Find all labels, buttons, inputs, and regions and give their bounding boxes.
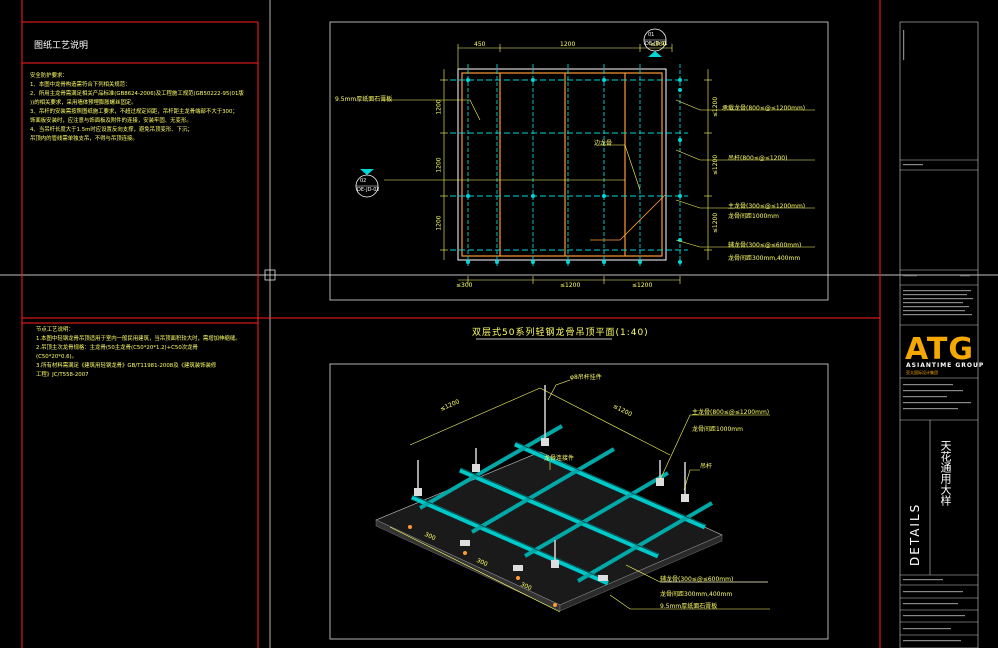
notes-top-line: 4、当吊杆长度大于1.5m时应设置反向支撑，避免吊顶变形、下沉； bbox=[30, 127, 193, 133]
notes-top-line: 2、所用主龙骨需满足相关产品标准(GB8624-2006)及工程施工规范(GB5… bbox=[30, 91, 244, 97]
plan-callout-top bbox=[643, 28, 667, 57]
notes-bottom-line: 节点工艺说明： bbox=[36, 327, 74, 333]
iso-label-secondary-keel: 辅龙骨(300≤@≤600mm) bbox=[660, 576, 734, 583]
iso-dimension-lines bbox=[389, 387, 671, 613]
iso-hanger-clips bbox=[414, 438, 689, 581]
plan-leaders bbox=[382, 99, 815, 248]
plan-dim-bottom-0: ≤300 bbox=[456, 282, 473, 289]
plan-secondary-keels bbox=[467, 64, 681, 268]
plan-label-secondary-keel: 辅龙骨(300≤@≤600mm) bbox=[728, 242, 802, 249]
notes-top: 安全防护要求： 1、本图中龙骨构造需符合下列相关规范： 2、所用主龙骨需满足相关产品… bbox=[30, 72, 244, 144]
section-title: 双层式50系列轻钢龙骨吊顶平面(1:40) bbox=[472, 328, 649, 338]
title-block-frame bbox=[899, 21, 979, 648]
plan-viewport bbox=[329, 21, 829, 301]
plan-label-main-runner: 承载龙骨(800≤@≤1200mm) bbox=[722, 105, 806, 112]
plan-label-edge-keel: 边龙骨 bbox=[594, 140, 613, 147]
iso-label-connector: 龙骨连接件 bbox=[544, 455, 575, 462]
plan-dim-top-2: ≤300 bbox=[650, 41, 667, 48]
iso-label-top-hanger: φ8吊杆挂件 bbox=[570, 374, 602, 381]
atg-logo: ATG bbox=[905, 332, 974, 367]
plan-label-board: 9.5mm厚纸面石膏板 bbox=[335, 96, 393, 103]
notes-top-line: 安全防护要求： bbox=[30, 73, 68, 79]
callout-top-ref[interactable]: DE-JD-01 bbox=[645, 41, 668, 47]
title-block-fineprint bbox=[903, 30, 973, 642]
plan-dim-left-0: 1200 bbox=[435, 99, 443, 115]
red-frame bbox=[21, 0, 881, 648]
notes-bottom-line: 1.本图中轻钢龙骨吊顶适用于室内一般民用建筑，当吊顶面积较大时，需增加伸缩缝。 bbox=[36, 336, 241, 342]
iso-keel-edges bbox=[411, 441, 706, 582]
plan-ceiling-outline bbox=[457, 68, 667, 261]
plan-label-secondary-spacing: 龙骨间距300mm,400mm bbox=[728, 255, 801, 262]
plan-callout-left bbox=[355, 169, 379, 198]
notes-bottom-line: (C50*20*0.6)。 bbox=[36, 354, 78, 360]
plan-dim-right-0: ≤1200 bbox=[712, 96, 720, 118]
plan-dim-bottom-2: ≤1200 bbox=[632, 282, 653, 289]
notes-top-line: 饰面板安装时，应注意与饰面板及附件的连接，安装牢固、无变形。 bbox=[30, 118, 192, 124]
notes-bottom-line: 2.吊顶主次龙骨规格：主龙骨(50主龙骨(C50*20*1.2)+C50次龙骨 bbox=[36, 345, 198, 351]
plan-dim-right-2: ≤1200 bbox=[712, 212, 720, 234]
iso-secondary-keels bbox=[418, 424, 714, 583]
notes-title: 图纸工艺说明 bbox=[34, 41, 89, 51]
iso-label-main-keel: 主龙骨(800≤@≤1200mm) bbox=[692, 409, 770, 416]
plan-dim-left-2: 1200 bbox=[435, 215, 443, 231]
notes-bottom-line: 3.所有材料需满足《建筑用轻钢龙骨》GB/T11981-2008及《建筑装饰装修 bbox=[36, 363, 217, 369]
callout-top-num: 01 bbox=[648, 32, 655, 38]
plan-label-main-keel: 主龙骨(300≤@≤1200mm) bbox=[728, 203, 806, 210]
notes-bottom-line: 工程》JC/T558-2007 bbox=[36, 372, 89, 378]
callout-left-ref[interactable]: DE-JD-02 bbox=[357, 187, 380, 193]
iso-label-board: 9.5mm厚纸面石膏板 bbox=[660, 603, 718, 610]
iso-label-main-spacing: 龙骨间距1000mm bbox=[692, 426, 743, 433]
plan-label-main-spacing: 龙骨间距1000mm bbox=[728, 213, 779, 220]
iso-viewport bbox=[329, 363, 829, 640]
plan-dimension-lines bbox=[440, 44, 712, 284]
plan-dim-right-1: ≤1200 bbox=[712, 154, 720, 176]
plan-section-cut bbox=[590, 194, 666, 241]
crosshair-pickbox bbox=[264, 269, 276, 281]
plan-dim-bottom-1: ≤1200 bbox=[560, 282, 581, 289]
notes-top-line: 吊顶内的管线需单独支吊，不得与吊顶连接。 bbox=[30, 136, 138, 142]
plan-edge-keel bbox=[461, 72, 663, 257]
iso-label-hanger: 吊杆 bbox=[700, 463, 713, 470]
sheet-name: DETAILS bbox=[908, 502, 922, 566]
notes-top-line: ))的相关要求，采用墙体预埋膨胀螺丝固定。 bbox=[30, 100, 137, 106]
callout-left-num: 02 bbox=[360, 178, 367, 184]
plan-label-hanger: 吊杆(800≤@≤1200) bbox=[728, 155, 788, 162]
logo-subtitle-cn: 亚太国际设计集团 bbox=[906, 370, 938, 375]
project-name: 天花通用大样 bbox=[939, 440, 952, 506]
notes-bottom: 节点工艺说明： 1.本图中轻钢龙骨吊顶适用于室内一般民用建筑，当吊顶面积较大时，需… bbox=[36, 326, 241, 380]
logo-subtitle: ASIANTIME GROUP bbox=[906, 362, 985, 369]
notes-top-line: 1、本图中龙骨构造需符合下列相关规范： bbox=[30, 82, 131, 88]
plan-main-keels bbox=[450, 79, 688, 251]
plan-dim-left-1: 1200 bbox=[435, 157, 443, 173]
plan-dim-top-1: 1200 bbox=[560, 41, 576, 48]
iso-dimension-ticks bbox=[408, 525, 557, 607]
plan-dim-top-0: 450 bbox=[474, 41, 486, 48]
plan-hanger-points bbox=[466, 78, 682, 264]
notes-top-line: 3、吊杆的安装需按照图纸施工要求，不超过规定间距，吊杆距主龙骨端部不大于300； bbox=[30, 109, 238, 115]
iso-main-keels bbox=[410, 441, 707, 586]
iso-label-secondary-spacing: 龙骨间距300mm,400mm bbox=[660, 591, 733, 598]
